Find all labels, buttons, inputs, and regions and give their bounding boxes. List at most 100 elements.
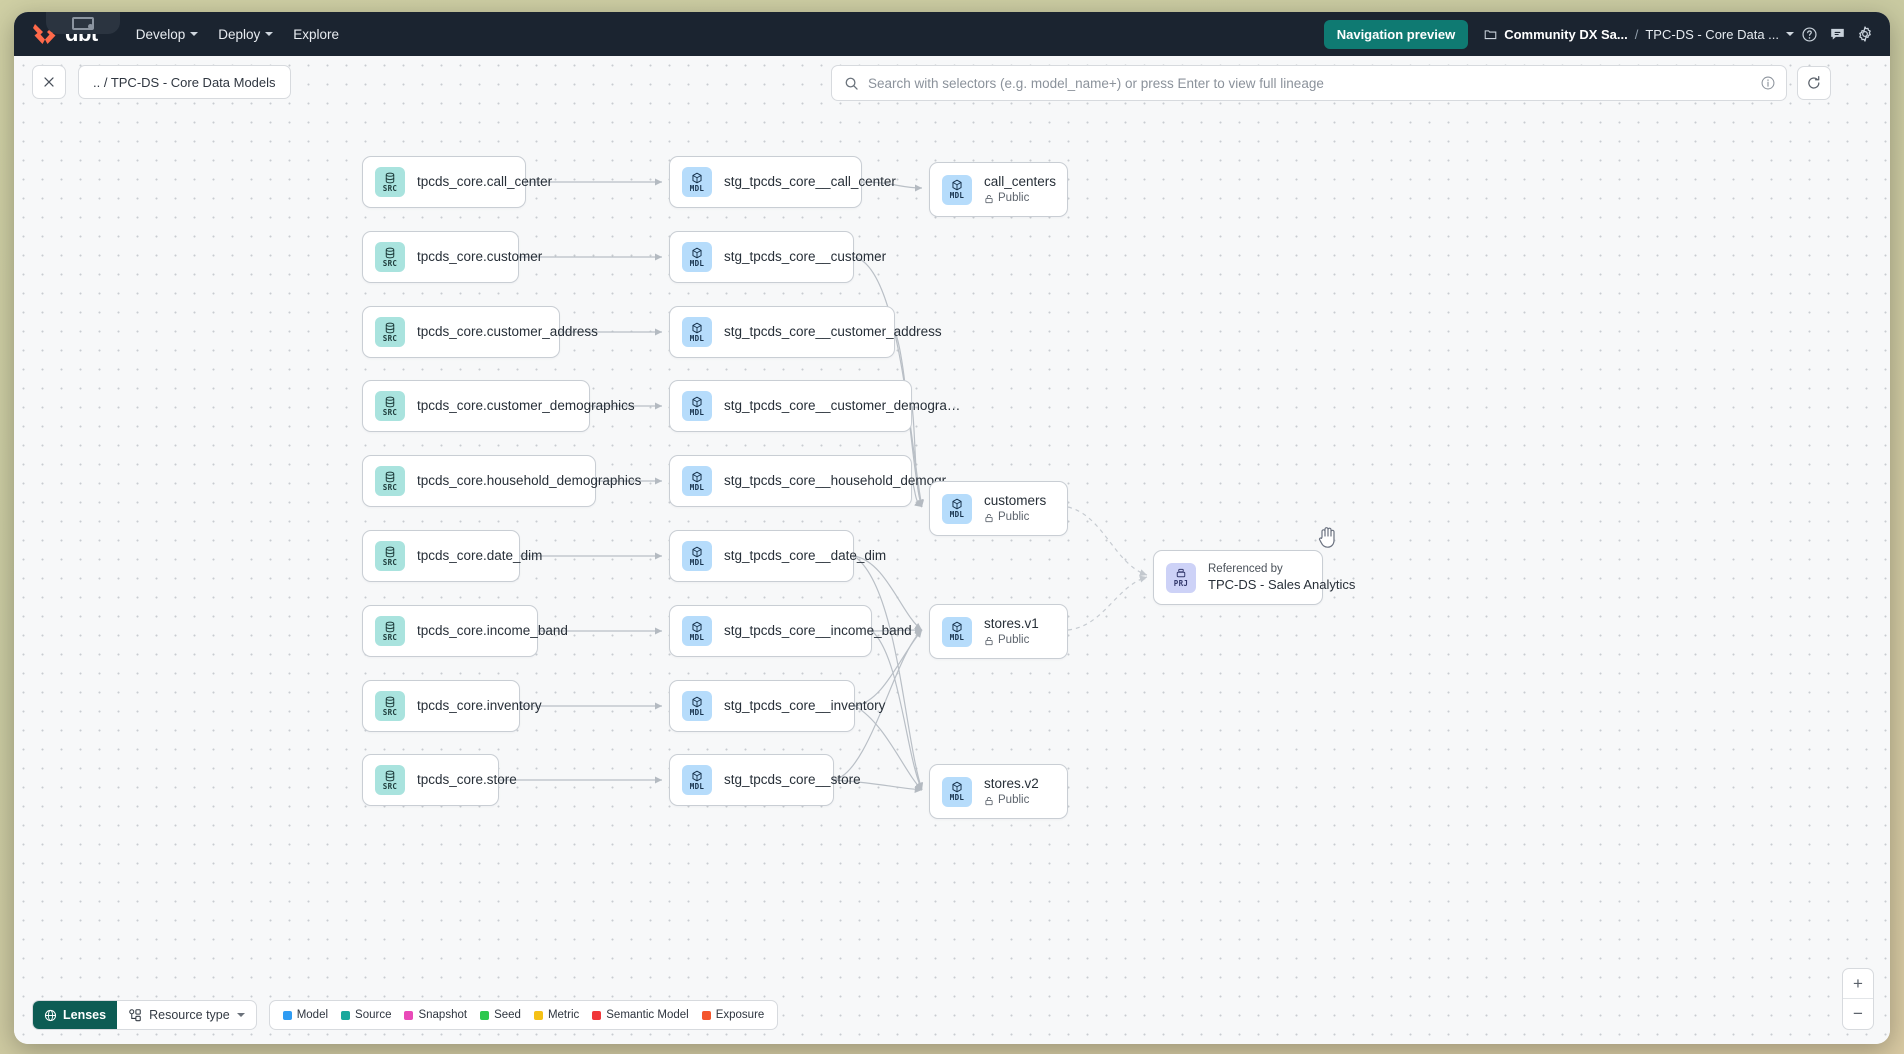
lineage-node-model-public[interactable]: MDL stores.v2 Public: [929, 764, 1068, 819]
model-badge-icon: MDL: [682, 765, 712, 795]
node-label: tpcds_core.call_center: [417, 173, 553, 189]
lineage-node-model-public[interactable]: MDL customers Public: [929, 481, 1068, 536]
lineage-breadcrumb-button[interactable]: .. / TPC-DS - Core Data Models: [78, 65, 291, 99]
lineage-node-model[interactable]: MDL stg_tpcds_core__store: [669, 754, 861, 806]
lock-icon: [985, 796, 993, 805]
camera-icon: [72, 16, 94, 30]
help-icon[interactable]: [1796, 21, 1822, 47]
source-badge-icon: SRC: [375, 317, 405, 347]
node-label: tpcds_core.customer: [417, 248, 543, 264]
nav-item-develop[interactable]: Develop: [126, 21, 209, 48]
node-label: tpcds_core.household_demographics: [417, 472, 642, 488]
lineage-node-model[interactable]: MDL stg_tpcds_core__income_band: [669, 605, 912, 657]
lineage-node-project[interactable]: PRJ Referenced by TPC-DS - Sales Analyti…: [1153, 550, 1355, 605]
lineage-node-source[interactable]: SRC tpcds_core.income_band: [362, 605, 568, 657]
lineage-node-source[interactable]: SRC tpcds_core.customer: [362, 231, 542, 283]
lineage-node-model[interactable]: MDL stg_tpcds_core__customer_demogra…: [669, 380, 960, 432]
info-icon[interactable]: [1760, 75, 1776, 91]
legend-item-metric[interactable]: Metric: [533, 1009, 580, 1021]
access-label: Public: [998, 191, 1030, 204]
nav-item-deploy[interactable]: Deploy: [208, 21, 283, 48]
lineage-node-model[interactable]: MDL stg_tpcds_core__customer_address: [669, 306, 942, 358]
top-navigation-bar: dbt Develop Deploy Explore Navigation pr…: [14, 12, 1890, 56]
close-button[interactable]: [32, 65, 66, 99]
resource-type-dropdown[interactable]: Resource type: [117, 1001, 256, 1029]
lineage-node-model[interactable]: MDL stg_tpcds_core__date_dim: [669, 530, 886, 582]
lineage-node-source[interactable]: SRC tpcds_core.store: [362, 754, 517, 806]
badge-text: MDL: [689, 407, 705, 417]
chevron-down-icon[interactable]: [1786, 32, 1794, 36]
lineage-node-source[interactable]: SRC tpcds_core.household_demographics: [362, 455, 641, 507]
zoom-in-button[interactable]: +: [1843, 969, 1873, 999]
lineage-node-model[interactable]: MDL stg_tpcds_core__customer: [669, 231, 886, 283]
breadcrumb-account[interactable]: Community DX Sa...: [1504, 26, 1628, 42]
feedback-icon[interactable]: [1824, 21, 1850, 47]
model-badge-icon: MDL: [942, 776, 972, 807]
model-badge-icon: MDL: [942, 616, 972, 647]
nav-item-deploy-label: Deploy: [218, 26, 261, 42]
badge-text: SRC: [382, 707, 398, 717]
lineage-node-source[interactable]: SRC tpcds_core.inventory: [362, 680, 542, 732]
breadcrumb-project[interactable]: TPC-DS - Core Data ...: [1645, 26, 1779, 42]
nav-item-develop-label: Develop: [135, 26, 186, 42]
lineage-node-source[interactable]: SRC tpcds_core.customer_demographics: [362, 380, 635, 432]
source-badge-icon: SRC: [375, 391, 405, 421]
model-badge-icon: MDL: [682, 391, 712, 421]
legend-item-source[interactable]: Source: [341, 1009, 391, 1021]
legend-swatch: [533, 1010, 543, 1020]
lineage-node-model[interactable]: MDL stg_tpcds_core__inventory: [669, 680, 885, 732]
node-label: tpcds_core.inventory: [417, 697, 542, 713]
lineage-node-model[interactable]: MDL stg_tpcds_core__household_demogr…: [669, 455, 960, 507]
badge-text: SRC: [382, 258, 398, 268]
node-label-group: customers Public: [984, 493, 1046, 525]
lineage-node-model-public[interactable]: MDL stores.v1 Public: [929, 604, 1068, 659]
project-badge-icon: PRJ: [1166, 562, 1196, 593]
legend-label: Source: [355, 1009, 392, 1021]
node-label: tpcds_core.customer_demographics: [417, 397, 635, 413]
legend-item-snapshot[interactable]: Snapshot: [404, 1009, 467, 1021]
lenses-button[interactable]: Lenses: [33, 1001, 118, 1029]
lineage-canvas[interactable]: SRC tpcds_core.call_center SRC tpcds_cor…: [14, 56, 1890, 1044]
legend: Model Source Snapshot Seed Metric: [268, 1000, 779, 1030]
lenses-icon: [44, 1009, 57, 1021]
nav-item-explore[interactable]: Explore: [283, 21, 349, 48]
gear-icon[interactable]: [1852, 21, 1878, 47]
legend-item-exposure[interactable]: Exposure: [701, 1009, 764, 1021]
zoom-out-button[interactable]: −: [1853, 1004, 1863, 1023]
legend-label: Metric: [547, 1009, 580, 1021]
badge-text: SRC: [382, 407, 398, 417]
lineage-node-model[interactable]: MDL stg_tpcds_core__call_center: [669, 156, 896, 208]
node-label: tpcds_core.date_dim: [417, 547, 543, 563]
badge-text: MDL: [689, 258, 705, 268]
badge-text: SRC: [382, 557, 398, 567]
node-label: stg_tpcds_core__income_band: [724, 622, 912, 638]
window-notch: [46, 12, 120, 34]
model-badge-icon: MDL: [682, 691, 712, 721]
search-icon: [845, 77, 858, 90]
access-badge: Public: [984, 511, 1046, 525]
node-label: TPC-DS - Sales Analytics: [1208, 577, 1356, 592]
badge-text: MDL: [949, 510, 965, 520]
node-label: stg_tpcds_core__household_demogr…: [724, 472, 960, 488]
legend-item-model[interactable]: Model: [282, 1009, 328, 1021]
lineage-node-model-public[interactable]: MDL call_centers Public: [929, 162, 1068, 217]
refresh-button[interactable]: [1797, 66, 1831, 100]
lineage-node-source[interactable]: SRC tpcds_core.call_center: [362, 156, 552, 208]
bottom-toolbar: Lenses Resource type Model: [32, 1000, 779, 1030]
node-label: stores.v2: [984, 775, 1039, 791]
badge-text: SRC: [382, 632, 398, 642]
badge-text: SRC: [382, 183, 398, 193]
badge-text: MDL: [689, 632, 705, 642]
legend-item-seed[interactable]: Seed: [480, 1009, 521, 1021]
legend-item-semantic-model[interactable]: Semantic Model: [592, 1009, 689, 1021]
close-icon: [44, 77, 54, 87]
source-badge-icon: SRC: [375, 242, 405, 272]
chevron-down-icon: [265, 32, 274, 36]
node-label: stg_tpcds_core__customer_address: [724, 323, 942, 339]
lock-icon: [985, 513, 993, 522]
search-box[interactable]: [831, 65, 1787, 101]
lineage-node-source[interactable]: SRC tpcds_core.customer_address: [362, 306, 598, 358]
lineage-node-source[interactable]: SRC tpcds_core.date_dim: [362, 530, 542, 582]
search-input[interactable]: [868, 75, 1751, 91]
navigation-preview-button[interactable]: Navigation preview: [1323, 19, 1469, 49]
